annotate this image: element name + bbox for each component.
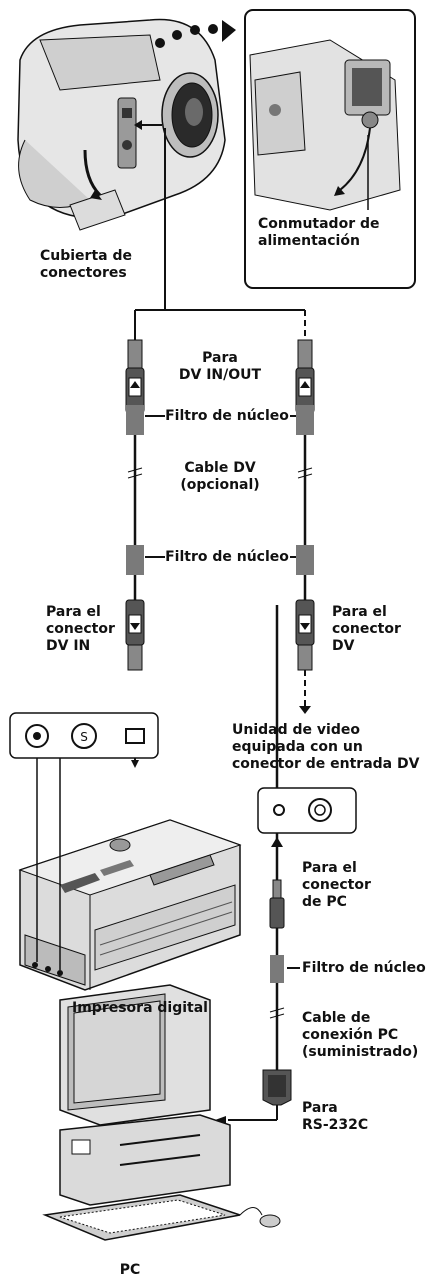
to-dv-label: Para el conector DV xyxy=(332,604,401,654)
power-switch-inset xyxy=(244,9,416,289)
printer-connector-panel-left: S xyxy=(9,712,159,768)
to-pc-connector-label: Para el conector de PC xyxy=(302,860,371,910)
video-unit-label: Unidad de video equipada con un conector… xyxy=(232,722,420,772)
printer-connector-panel-right xyxy=(257,787,357,880)
printer-label: Impresora digital xyxy=(72,1000,208,1016)
to-rs232c-label: Para RS-232C xyxy=(302,1100,369,1133)
zoom-arrow xyxy=(155,20,236,48)
dv-cable-left xyxy=(125,339,145,671)
to-dv-inout-label: Para DV IN/OUT xyxy=(178,350,262,383)
core-filter-label-3: Filtro de núcleo xyxy=(302,960,426,976)
core-filter-label-1: Filtro de núcleo xyxy=(165,408,289,424)
dv-cable-right xyxy=(295,339,315,714)
camcorder-illustration xyxy=(17,18,226,231)
power-switch-label: Conmutador de alimentación xyxy=(258,216,380,249)
svg-text:S: S xyxy=(80,730,88,744)
connector-cover-label: Cubierta de conectores xyxy=(40,248,132,281)
to-dv-in-label: Para el conector DV IN xyxy=(46,604,115,654)
pc-cable-plugs xyxy=(215,879,292,1124)
printer-illustration xyxy=(18,758,242,991)
pc-cable-label: Cable de conexión PC (suministrado) xyxy=(302,1010,419,1060)
pc-label: PC xyxy=(119,1262,141,1278)
core-filter-label-2: Filtro de núcleo xyxy=(165,549,289,565)
pc-illustration xyxy=(42,984,281,1241)
dv-cable-label: Cable DV (opcional) xyxy=(180,460,260,493)
